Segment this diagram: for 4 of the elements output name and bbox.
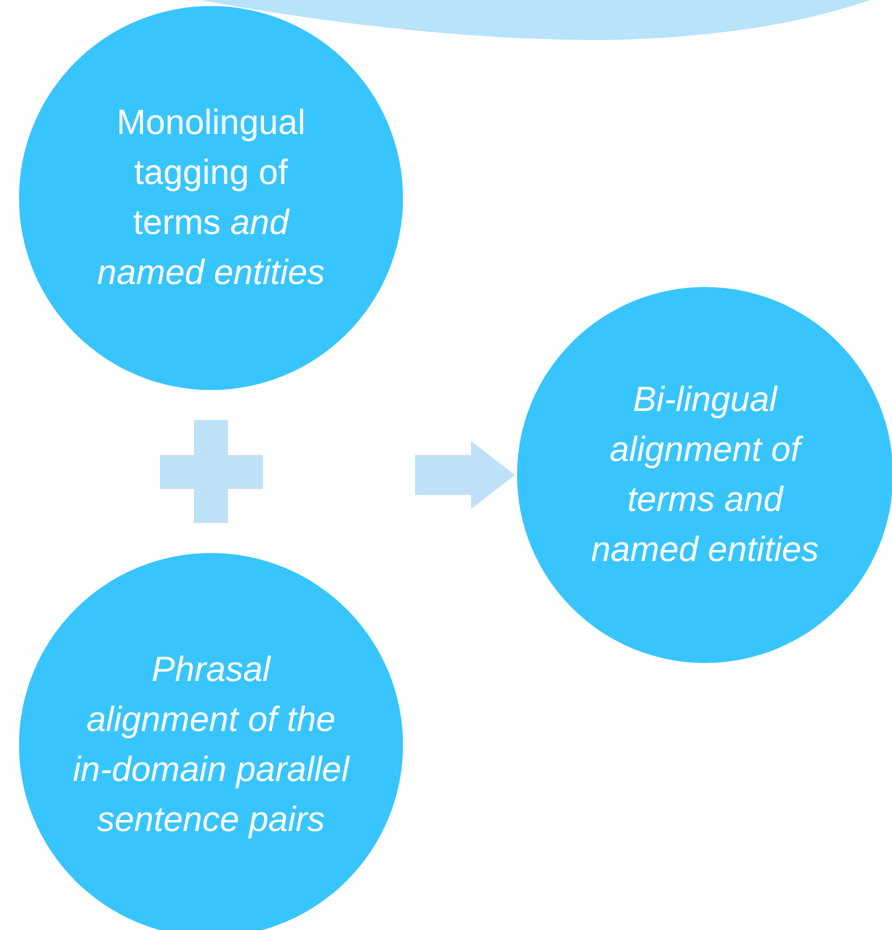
block-arrow (415, 441, 515, 509)
node-label: Bi-lingual alignment of terms and named entities (590, 379, 820, 571)
node-label: Monolingual tagging of terms and named entities (96, 102, 326, 294)
node-label: Phrasal alignment of the in-domain parallel sentence pairs (72, 649, 351, 841)
